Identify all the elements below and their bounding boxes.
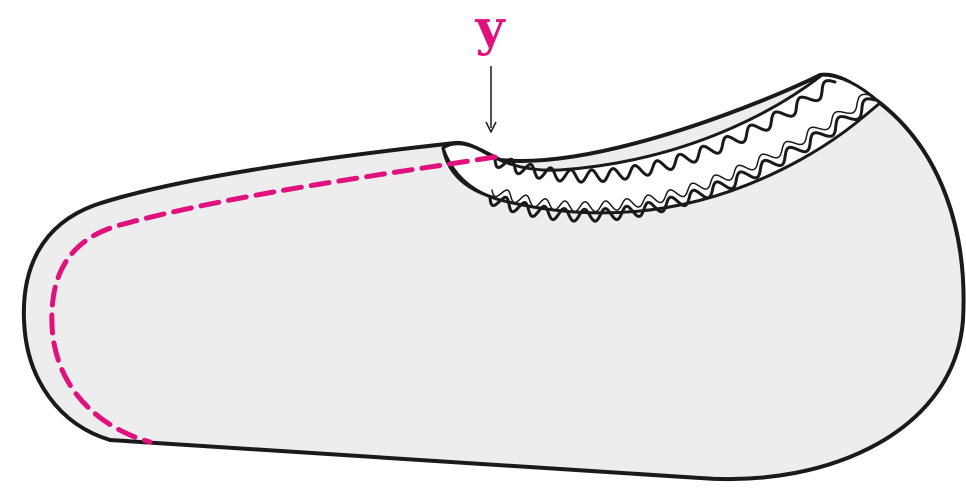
seam-line (49, 154, 498, 445)
fold-flap (441, 146, 494, 199)
ruffle-edge-inner-double (491, 93, 871, 213)
pointer-arrow-head (485, 121, 497, 133)
point-label-y: y (474, 0, 506, 57)
ruffle-edge-inner (488, 97, 877, 223)
ruffle-edge-outer (493, 79, 837, 184)
